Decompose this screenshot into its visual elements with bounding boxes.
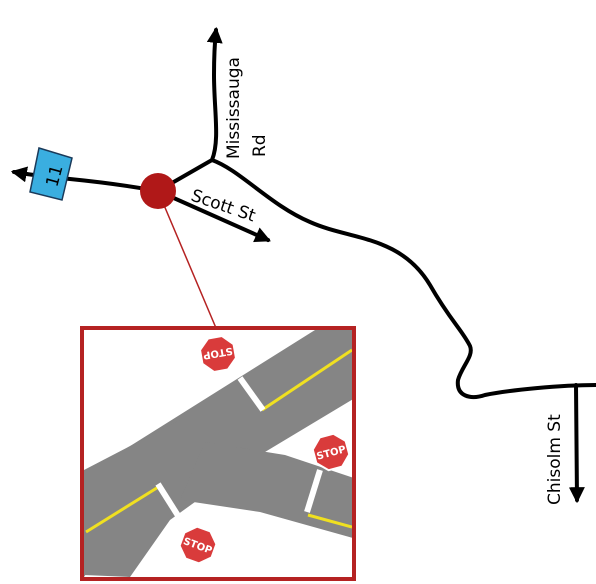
route-11-shield-shape — [29, 147, 73, 201]
chisolm-st-label: Chisolm St — [545, 414, 565, 505]
stop-sign-bottom-icon: STOP — [178, 525, 218, 565]
inset-stop-bar-right — [304, 469, 323, 513]
route-11-shield-icon: 11 — [29, 147, 73, 201]
stop-sign-top-label: STOP — [202, 345, 233, 361]
inset-stop-bar-bottom — [155, 482, 185, 524]
inset-stop-bar-top — [237, 376, 266, 412]
inset-centerline-lower — [85, 484, 161, 534]
intersection-inset: STOP STOP STOP — [80, 326, 356, 581]
inset-centerline-upper — [261, 348, 352, 412]
mississauga-rd-road — [156, 26, 223, 193]
highway-11-road — [10, 166, 160, 193]
inset-border — [80, 326, 356, 581]
stop-sign-right-icon: STOP — [311, 432, 351, 472]
stop-sign-top-icon: STOP — [198, 334, 238, 374]
mississauga-rd-label-line2: Rd — [250, 134, 270, 157]
intersection-marker[interactable] — [140, 173, 176, 209]
callout-leader-line — [157, 190, 217, 329]
scott-st-road — [156, 189, 271, 243]
chisolm-st-road — [568, 383, 585, 504]
inset-centerline-side — [307, 513, 352, 529]
winding-road — [210, 158, 596, 400]
mississauga-rd-label-line1: Mississauga — [224, 57, 244, 159]
